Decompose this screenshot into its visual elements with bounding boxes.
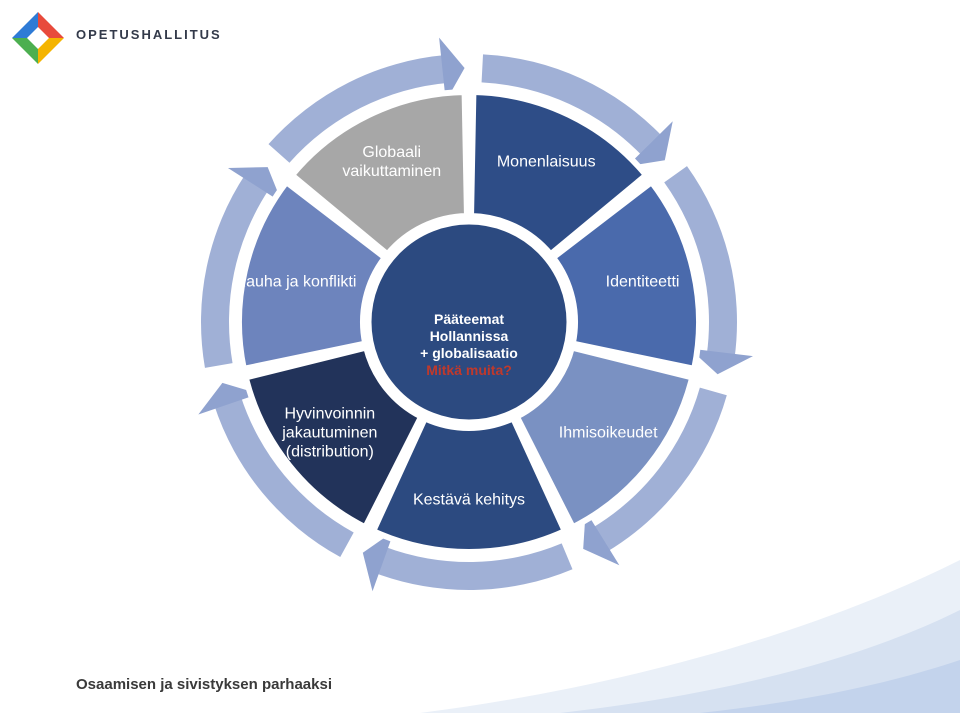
segment-label-line: (distribution) <box>285 443 374 461</box>
center-label: Pääteemat Hollannissa + globalisaatio Mi… <box>420 311 518 379</box>
center-line-3: + globalisaatio <box>420 345 518 361</box>
segment-label-line: Hyvinvoinnin <box>284 405 376 423</box>
ring-arrowhead-6 <box>227 167 282 203</box>
ring-arrowhead-2 <box>689 348 753 375</box>
segment-label-line: Kestävä kehitys <box>412 491 526 509</box>
ring-arc-5 <box>213 395 354 558</box>
segment-4 <box>369 414 569 555</box>
ring-arrowhead-3 <box>583 510 620 566</box>
logo-center <box>27 27 49 49</box>
ring-arc-3 <box>591 387 727 553</box>
segment-0 <box>287 88 471 259</box>
logo-facet-2 <box>12 38 38 64</box>
segment-2 <box>548 177 702 373</box>
segment-label-line: Identiteetti <box>605 273 680 291</box>
center-question: Mitkä muita? <box>426 362 512 378</box>
segment-label-line: jakautuminen <box>282 424 378 442</box>
center-circle <box>366 219 572 425</box>
logo-facet-3 <box>12 12 38 38</box>
segment-label-line: Globaali <box>362 143 422 161</box>
segment-label-2: Identiteetti <box>606 273 680 292</box>
segment-label-line: Ihmisoikeudet <box>558 424 658 442</box>
segment-6 <box>236 177 390 373</box>
swoosh-shape-3 <box>700 660 960 713</box>
segment-label-line: vaikuttaminen <box>342 162 442 180</box>
segment-label-line: Rauha ja konflikti <box>234 273 357 291</box>
logo-facet-1 <box>38 38 64 64</box>
ring-arc-0 <box>268 55 449 163</box>
ring-arrowhead-4 <box>362 530 395 592</box>
segment-label-6: Rauha ja konflikti <box>235 273 357 292</box>
center-line-1: Pääteemat <box>433 311 505 327</box>
ring-arc-4 <box>374 543 573 590</box>
segment-label-1: Monenlaisuus <box>497 152 596 171</box>
segment-label-4: Kestävä kehitys <box>413 491 525 510</box>
ring-arc-6 <box>201 173 270 368</box>
segment-5 <box>242 343 426 532</box>
ring-arc-2 <box>664 166 737 359</box>
ring-arrowhead-0 <box>439 37 465 102</box>
logo-facet-0 <box>38 12 64 38</box>
footer-tagline: Osaamisen ja sivistyksen parhaaksi <box>76 676 332 693</box>
swoosh-shape-2 <box>560 610 960 713</box>
ring-arc-1 <box>481 54 664 157</box>
center-line-2: Hollannissa <box>429 328 509 344</box>
ring-arrowhead-1 <box>627 121 673 167</box>
segment-3 <box>512 343 696 532</box>
segment-1 <box>467 88 651 259</box>
logo-text: OPETUSHALLITUS <box>76 27 222 42</box>
opetushallitus-logo-icon <box>12 12 64 64</box>
segment-label-line: Monenlaisuus <box>496 153 596 171</box>
segment-label-3: Ihmisoikeudet <box>559 423 658 442</box>
ring-arrowhead-5 <box>198 382 259 415</box>
